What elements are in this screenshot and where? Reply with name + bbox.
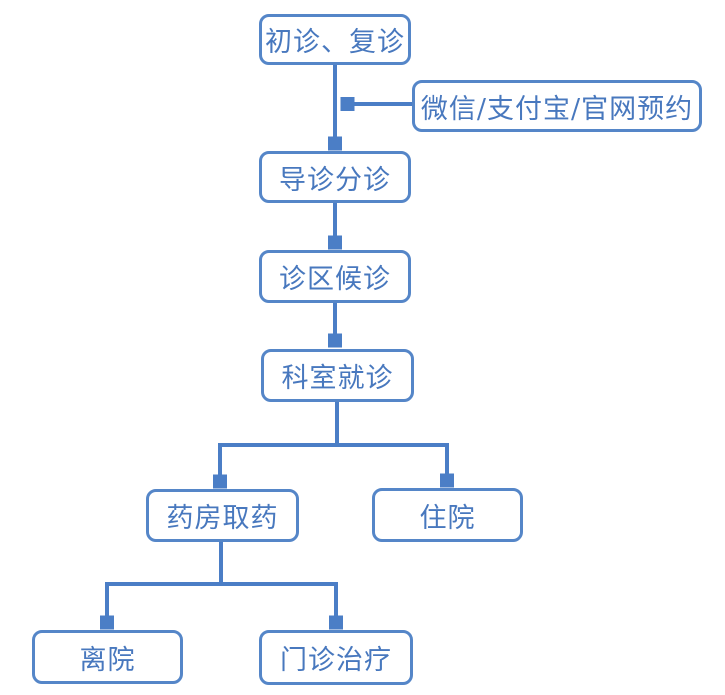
node-first-visit-label: 初诊、复诊 bbox=[265, 27, 405, 58]
node-waiting-area-label: 诊区候诊 bbox=[279, 264, 391, 295]
node-online-appointment-label: 微信/支付宝/官网预约 bbox=[420, 93, 694, 125]
node-hospitalization: 住院 bbox=[372, 488, 523, 542]
node-outpatient-treatment-label: 门诊治疗 bbox=[280, 645, 392, 676]
node-triage: 导诊分诊 bbox=[259, 151, 411, 203]
node-pharmacy-pickup-label: 药房取药 bbox=[166, 503, 279, 534]
node-department-visit-label: 科室就诊 bbox=[281, 363, 394, 394]
node-outpatient-treatment: 门诊治疗 bbox=[259, 630, 413, 685]
node-hospitalization-label: 住院 bbox=[419, 502, 476, 534]
node-department-visit: 科室就诊 bbox=[261, 349, 414, 402]
edge-department-branch-stem bbox=[218, 401, 449, 447]
node-waiting-area: 诊区候诊 bbox=[259, 250, 411, 303]
node-leave-hospital: 离院 bbox=[32, 630, 183, 684]
edge-pharmacy-branch-stem bbox=[105, 541, 338, 586]
node-triage-label: 导诊分诊 bbox=[279, 164, 391, 196]
node-pharmacy-pickup: 药房取药 bbox=[146, 489, 299, 542]
node-online-appointment: 微信/支付宝/官网预约 bbox=[412, 80, 702, 132]
node-first-visit: 初诊、复诊 bbox=[259, 14, 411, 65]
node-leave-hospital-label: 离院 bbox=[79, 644, 136, 676]
